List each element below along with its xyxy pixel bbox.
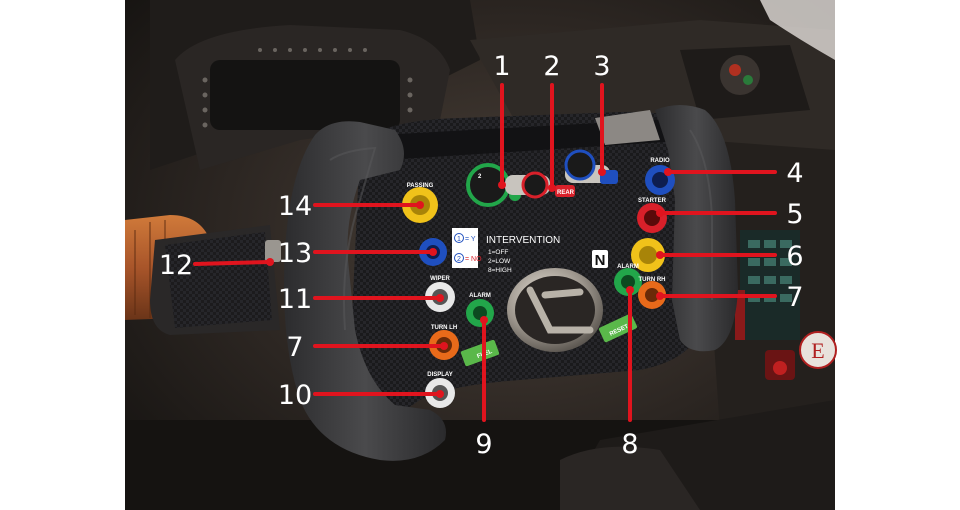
intervention-panel: 1 = Y 2 = NO INTERVENTION 1=OFF 2=LOW 8=… — [452, 228, 560, 274]
callout-number-1: 1 — [493, 51, 510, 82]
callout-number-14: 14 — [278, 191, 312, 222]
callout-dots — [266, 168, 672, 398]
neutral-label: N — [595, 252, 606, 269]
top-rotary-dials: 2 REAR — [466, 149, 618, 207]
callout-number-5: 5 — [786, 199, 803, 230]
intervention-title: INTERVENTION — [486, 235, 560, 246]
lexus-logo — [507, 268, 603, 352]
callout-number-4: 4 — [786, 158, 803, 189]
turn-lh-label: TURN LH — [431, 325, 457, 331]
intervention-line2: 2=LOW — [488, 258, 511, 265]
callout-line-12 — [193, 260, 272, 266]
alarm-right-label: ALARM — [617, 264, 639, 270]
callout-lines — [193, 83, 777, 422]
svg-text:2: 2 — [478, 174, 482, 180]
right-buttons: RADIO STARTER ALARM TURN RH N RESET — [592, 158, 675, 343]
starter-label: STARTER — [638, 198, 667, 204]
callout-number-2: 2 — [543, 51, 560, 82]
e-badge-text: E — [811, 338, 824, 363]
wiper-label: WIPER — [430, 276, 450, 282]
callout-numbers: 1 2 3 4 5 6 7 8 9 10 7 11 12 13 14 — [159, 51, 804, 460]
intervention-line1: 1=OFF — [488, 249, 508, 256]
turn-rh-label: TURN RH — [639, 277, 666, 283]
callout-number-3: 3 — [593, 51, 610, 82]
legend1-num: 1 — [457, 236, 461, 243]
rear-label: REAR — [557, 190, 575, 196]
radio-label: RADIO — [650, 158, 670, 164]
legend2-val: = NO — [465, 256, 482, 263]
alarm-left-label: ALARM — [469, 293, 491, 299]
display-label: DISPLAY — [427, 372, 452, 378]
callout-number-11: 11 — [278, 284, 312, 315]
steering-column — [150, 225, 281, 335]
callout-number-12: 12 — [159, 250, 193, 281]
intervention-line3: 8=HIGH — [488, 267, 512, 274]
callout-number-13: 13 — [278, 238, 312, 269]
callout-number-10: 10 — [278, 380, 312, 411]
legend1-val: = Y — [465, 236, 476, 243]
legend2-num: 2 — [457, 256, 461, 263]
callout-number-9: 9 — [475, 429, 492, 460]
callout-number-6: 6 — [786, 241, 803, 272]
passing-label: PASSING — [407, 183, 434, 189]
callout-number-8: 8 — [621, 429, 638, 460]
callout-number-7b: 7 — [286, 332, 303, 363]
callout-number-7a: 7 — [786, 282, 803, 313]
